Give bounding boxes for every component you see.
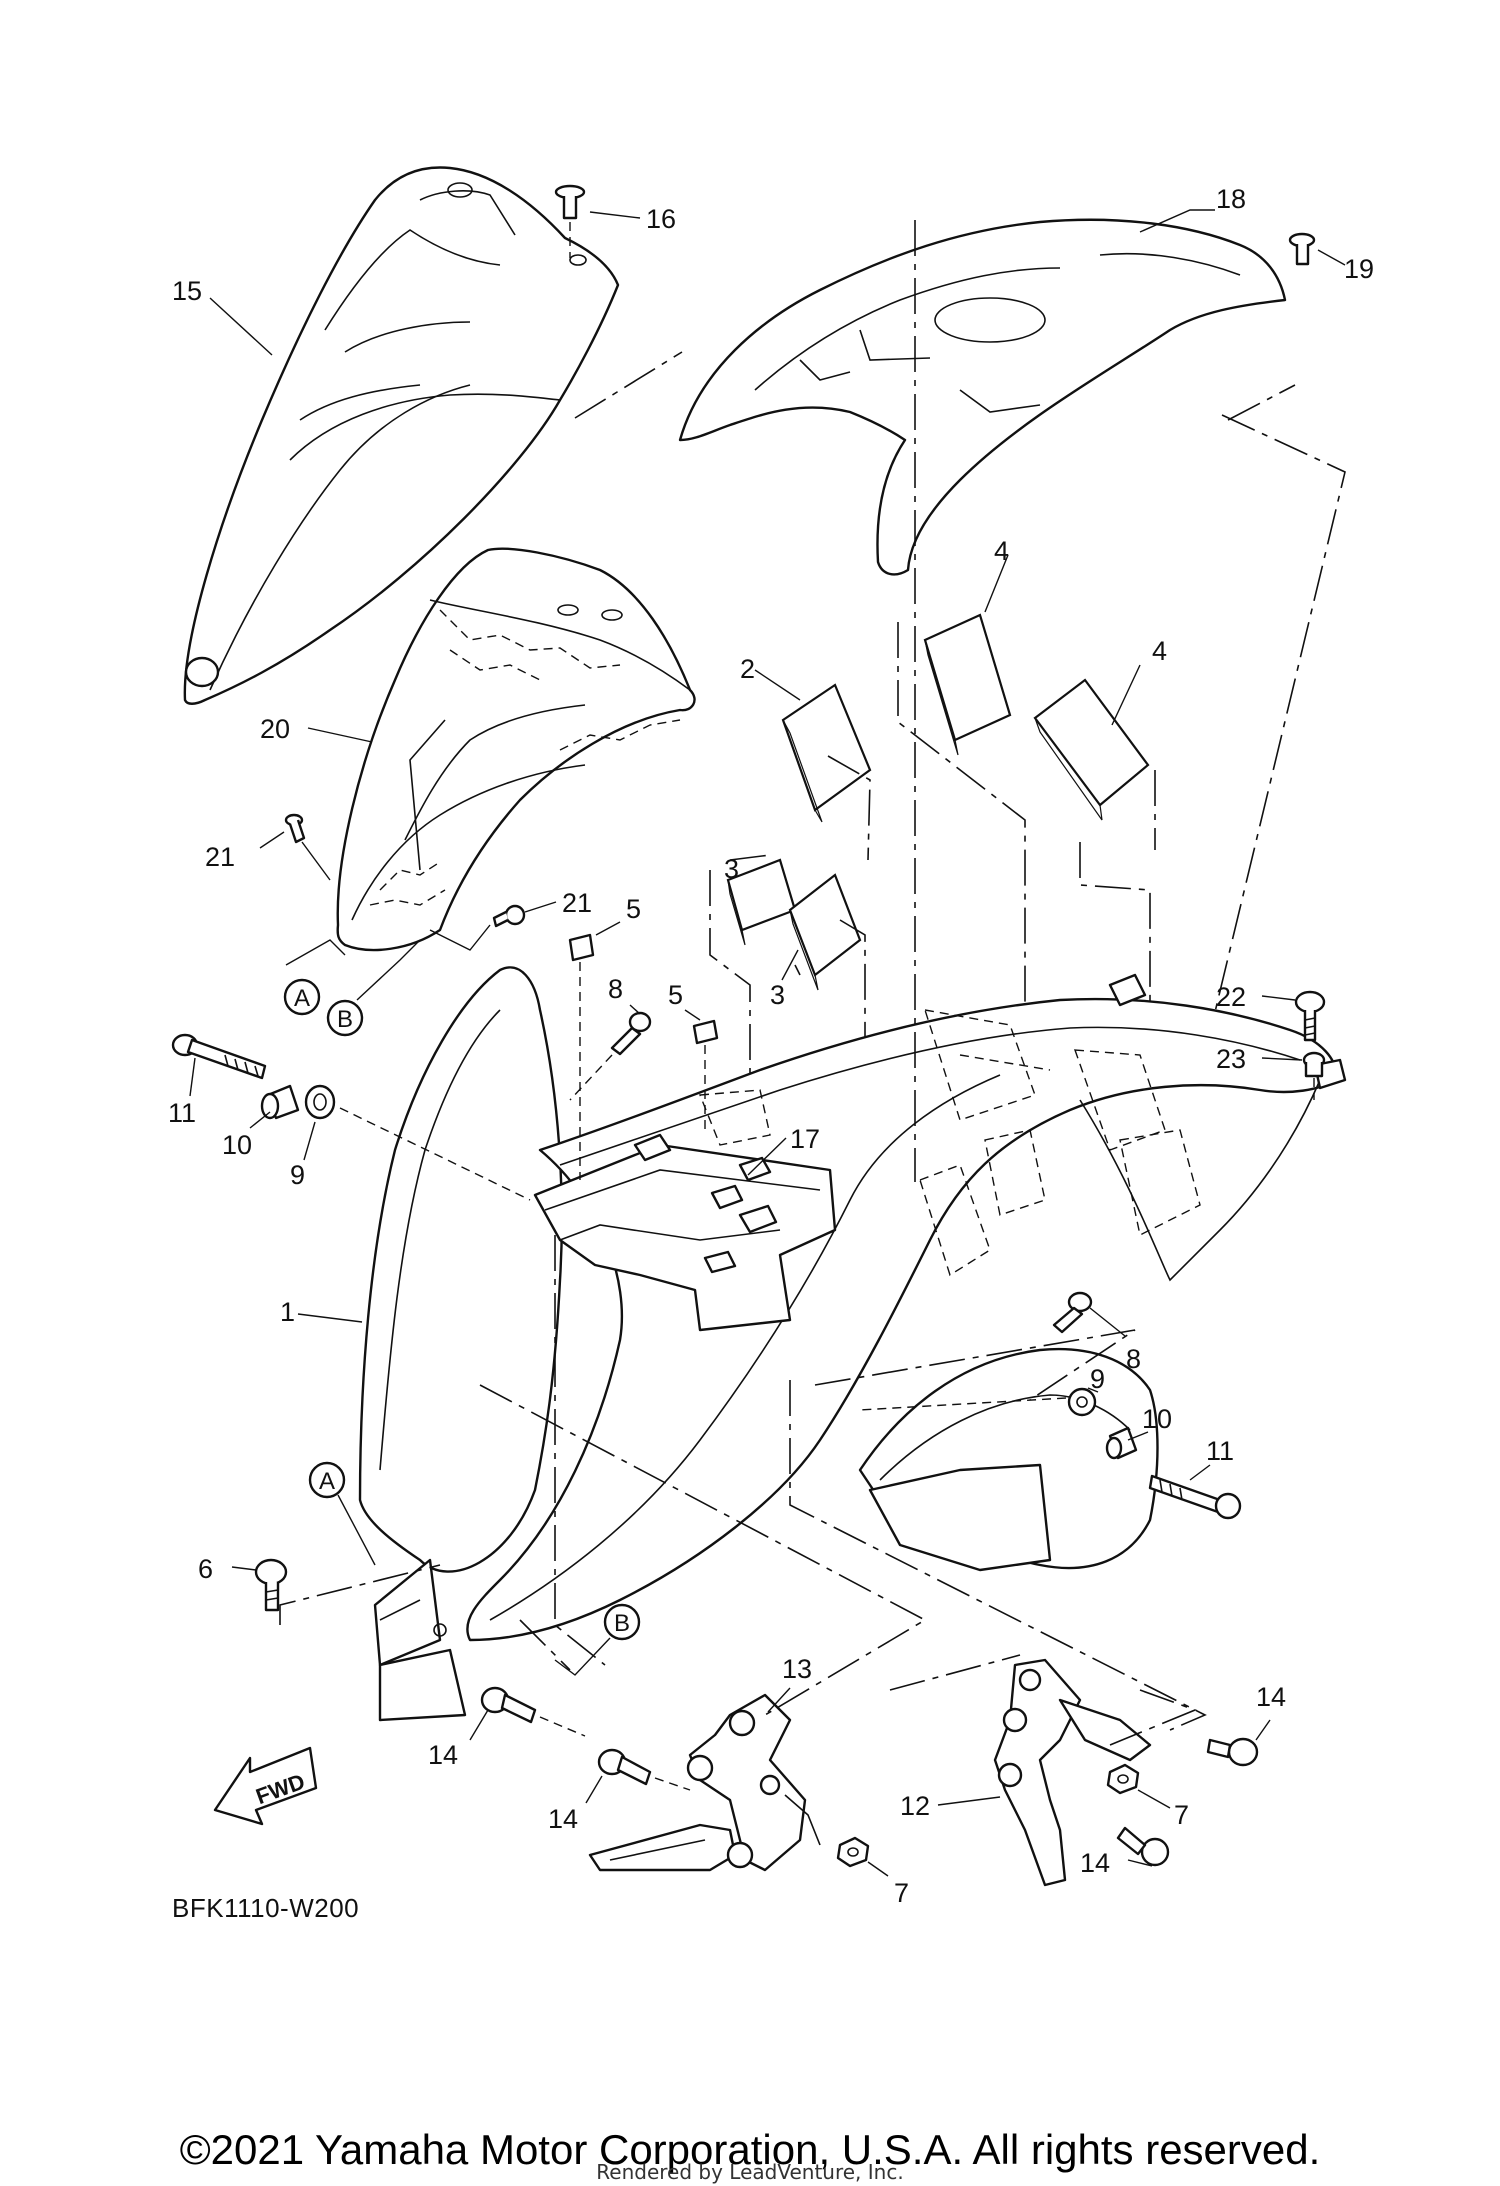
callout-21-left: 21: [205, 842, 235, 872]
callout-10-right: 10: [1142, 1404, 1172, 1434]
callout-10-left: 10: [222, 1130, 252, 1160]
ref-letter-b-lower: B: [614, 1610, 630, 1637]
part-14-bolt-3: [1206, 1719, 1271, 1767]
part-10-collar-left: [260, 1084, 300, 1120]
part-23-collar: [1261, 1051, 1326, 1100]
part-1-front-fender: [358, 966, 1347, 1642]
part-10-collar-right: [1105, 1426, 1138, 1460]
part-3-pad-right: [788, 873, 866, 1180]
assembly-guide-lines: [279, 220, 1346, 1746]
ref-mark-a-upper: [283, 978, 321, 1016]
diagram-code: BFK1110-W200: [172, 1893, 360, 1923]
callout-21-right: 21: [562, 888, 592, 918]
callout-17: 17: [790, 1124, 820, 1154]
part-4-pad-upper: [897, 554, 1026, 1020]
part-22-bolt: [1261, 990, 1326, 1042]
part-14-bolt-2: [585, 1748, 691, 1804]
callout-14-d: 14: [1080, 1848, 1110, 1878]
callout-14-b: 14: [548, 1804, 578, 1834]
callout-7-left: 7: [894, 1878, 909, 1908]
callout-22: 22: [1216, 982, 1246, 1012]
part-18-top-cover: [678, 209, 1287, 576]
fwd-direction-arrow: FWD: [213, 1746, 318, 1826]
ref-letter-b-upper: B: [337, 1006, 353, 1033]
copyright-notice: ©2021 Yamaha Motor Corporation, U.S.A. A…: [179, 2126, 1321, 2173]
part-8-screw-upper: [569, 1004, 652, 1101]
ref-letter-a-upper: A: [294, 985, 310, 1012]
part-21-screw-right: [429, 901, 557, 951]
ref-mark-b-lower: [603, 1603, 641, 1641]
callout-14-a: 14: [428, 1740, 458, 1770]
part-14-bolt-4: [1116, 1826, 1170, 1867]
part-8-screw-lower: [1052, 1291, 1126, 1337]
callout-3-lower: 3: [770, 980, 785, 1010]
fender-lower-front: [373, 1558, 467, 1722]
callout-2: 2: [740, 654, 755, 684]
part-2-pad: [754, 669, 872, 861]
ref-mark-a-lower: [308, 1461, 346, 1499]
part-20-grille: [307, 547, 696, 952]
part-15-front-cowl: [183, 166, 620, 705]
part-6-bolt: [231, 1558, 288, 1612]
callout-6: 6: [198, 1554, 213, 1584]
callout-14-c: 14: [1256, 1682, 1286, 1712]
callout-12: 12: [900, 1791, 930, 1821]
callout-7-right: 7: [1174, 1800, 1189, 1830]
callout-9-right: 9: [1090, 1364, 1105, 1394]
callout-4-upper: 4: [994, 536, 1009, 566]
callout-5-right: 5: [668, 980, 683, 1010]
fender-rear-flap: [858, 1347, 1159, 1572]
ref-letter-a-lower: A: [319, 1468, 335, 1495]
callout-13: 13: [782, 1654, 812, 1684]
part-14-bolt-1: [469, 1686, 586, 1741]
part-19-screw: [1288, 232, 1346, 266]
part-12-bracket: [937, 1658, 1152, 1887]
part-5-clip-left: [568, 933, 595, 1180]
callout-20: 20: [260, 714, 290, 744]
rendered-by-notice: Rendered by LeadVenture, Inc.: [596, 2160, 904, 2184]
callout-5-left: 5: [626, 894, 641, 924]
callout-18: 18: [1216, 184, 1246, 214]
callout-8-lower: 8: [1126, 1344, 1141, 1374]
part-21-screw-left: [259, 813, 331, 881]
part-11-bolt-left: [171, 1033, 267, 1080]
callout-9-left: 9: [290, 1160, 305, 1190]
callout-11-left: 11: [168, 1098, 196, 1128]
part-7-nut-left: [836, 1836, 889, 1877]
callout-19: 19: [1344, 254, 1374, 284]
fender-inner-bracket: [533, 1009, 1201, 1332]
part-9-grommet-left: [304, 1084, 336, 1120]
callout-4-lower: 4: [1152, 636, 1167, 666]
callout-15: 15: [172, 276, 202, 306]
callout-1: 1: [280, 1297, 295, 1327]
callout-3-upper: 3: [724, 854, 739, 884]
part-9-grommet-right: [1067, 1387, 1097, 1417]
part-5-clip-right: [692, 1019, 719, 1135]
callout-8-upper: 8: [608, 974, 623, 1004]
callout-11-right: 11: [1206, 1436, 1234, 1466]
part-17-clip: [747, 1137, 787, 1176]
callout-23: 23: [1216, 1044, 1246, 1074]
part-4-pad-lower: [1033, 664, 1156, 1010]
part-13-bracket: [588, 1687, 821, 1872]
part-16-screw: [554, 184, 641, 258]
part-11-bolt-right: [1148, 1474, 1242, 1520]
ref-mark-b-upper: [326, 999, 364, 1037]
callout-16: 16: [646, 204, 676, 234]
part-7-nut-right: [1106, 1763, 1171, 1809]
